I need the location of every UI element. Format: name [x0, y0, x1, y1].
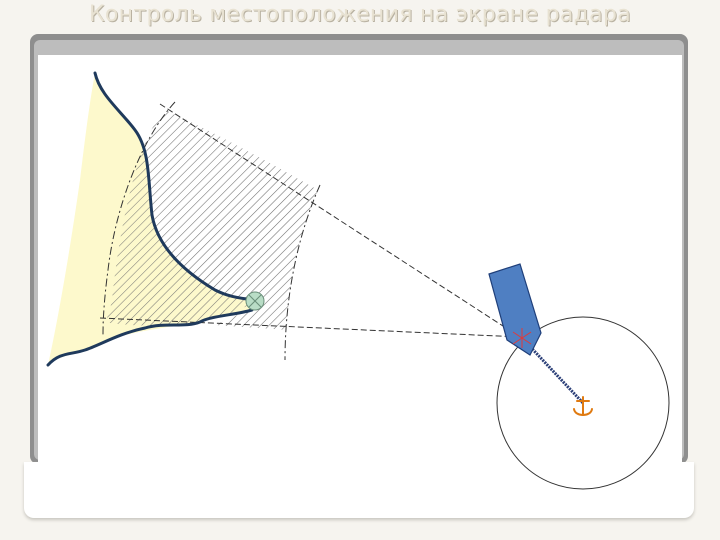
- bearing-line-lower: [99, 317, 521, 338]
- range-arc-outer: [284, 184, 321, 361]
- ship: [488, 263, 542, 356]
- position-fix-mark: [512, 328, 532, 348]
- radar-shadow-sector-left: [102, 138, 255, 326]
- range-arc-inner: [102, 101, 176, 336]
- anchor-swing-circle: [496, 316, 670, 490]
- slide-frame-bottom: [24, 462, 694, 518]
- anchor-icon: [573, 396, 593, 416]
- slide-title: Контроль местоположения на экране радара: [88, 2, 632, 27]
- coastline-south: [46, 308, 254, 367]
- radar-shadow-sector: [147, 110, 318, 330]
- coastline: [93, 71, 257, 303]
- landmark-buoy-icon: [245, 291, 265, 311]
